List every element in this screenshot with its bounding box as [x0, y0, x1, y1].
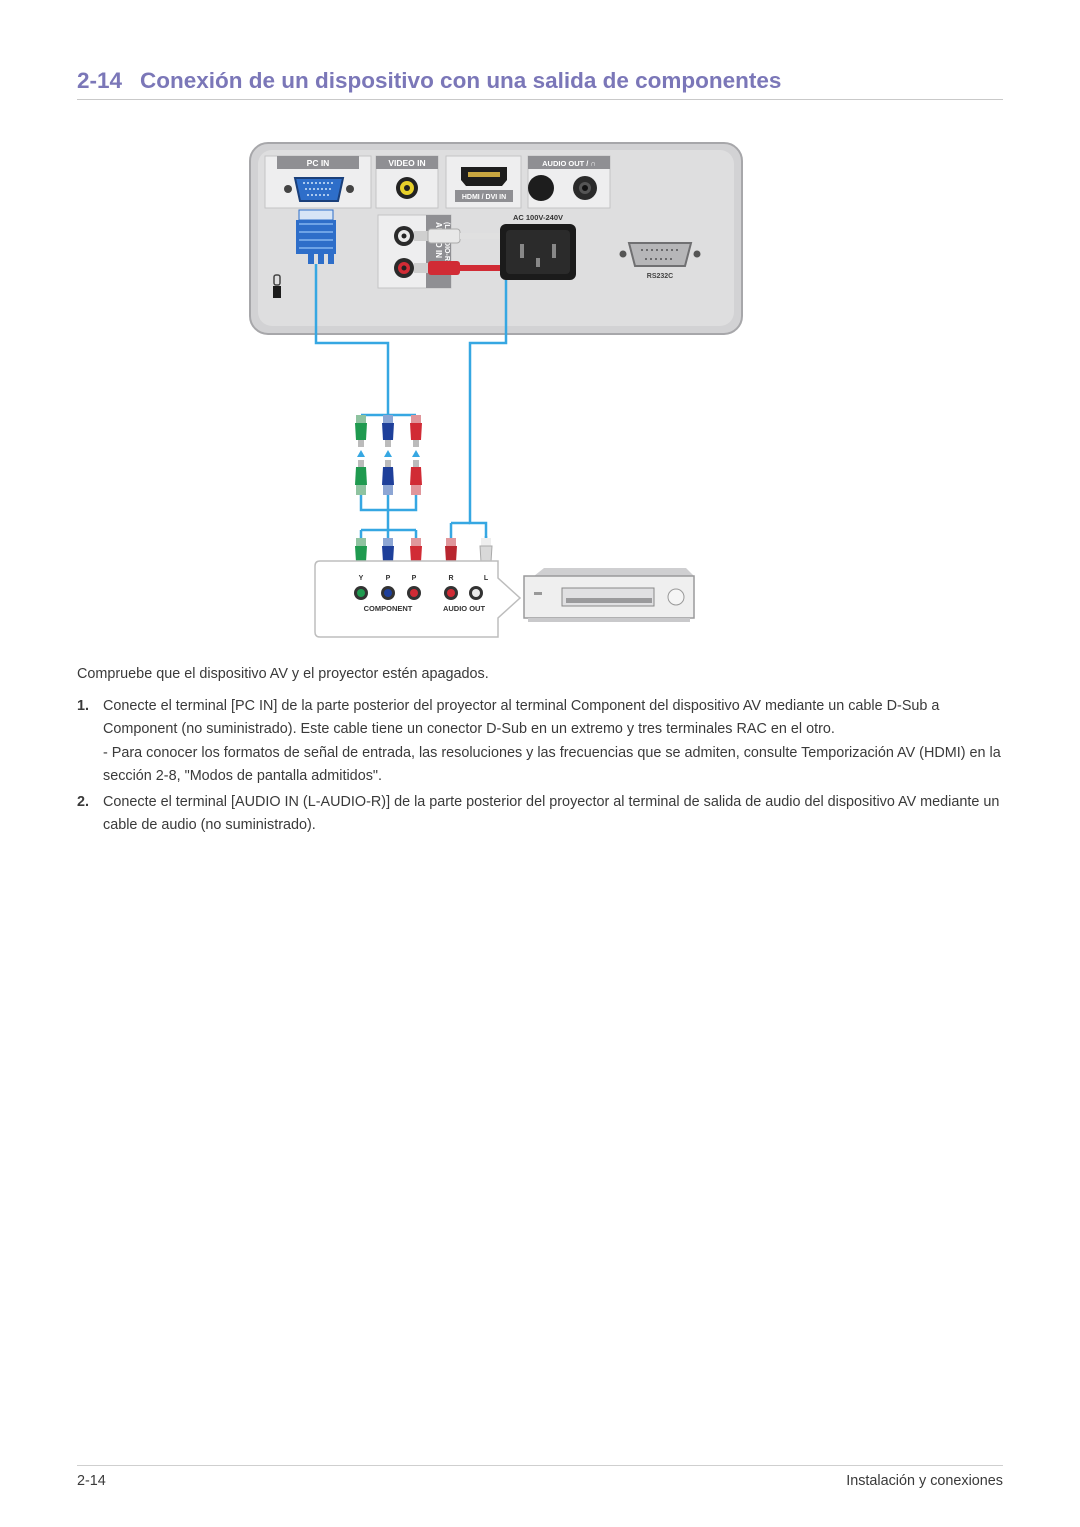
audio-in-r-jack-icon [394, 258, 414, 278]
audio-plug-l-icon [414, 228, 500, 244]
rca-plug-y-middle-icon [355, 460, 367, 495]
hdmi-port-icon [461, 167, 507, 186]
audio-out-jacks-icon [444, 586, 483, 600]
component-label: COMPONENT [364, 604, 413, 613]
rca-plug-pr-upper-icon [410, 415, 422, 447]
footer-divider [77, 1465, 1003, 1466]
pc-in-label: PC IN [307, 158, 330, 168]
rca-plug-pb-upper-icon [382, 415, 394, 447]
intro-text: Compruebe que el dispositivo AV y el pro… [77, 666, 489, 682]
step-number: 2. [77, 794, 90, 810]
page-title: 2-14 Conexión de un dispositivo con una s… [77, 68, 1003, 100]
connection-diagram: PC IN VIDEO IN HDMI / DVI IN AUDIO OUT /… [248, 140, 745, 640]
video-in-port-icon [396, 177, 418, 199]
component-y-label: Y [359, 575, 364, 582]
av-device-panel: Y P P R L COMPONENT AUDIO OUT [314, 560, 522, 638]
steps-list: 1. Conecte el terminal [PC IN] de la par… [77, 695, 1007, 840]
step-2: 2. Conecte el terminal [AUDIO IN (L-AUDI… [77, 791, 1007, 836]
rca-plug-pb-middle-icon [382, 460, 394, 495]
audio-in-l-jack-icon [394, 226, 414, 246]
av-device-icon [523, 568, 695, 622]
hdmi-dvi-in-label: HDMI / DVI IN [462, 194, 506, 201]
vga-port-icon [284, 177, 354, 202]
audio-out-label: AUDIO OUT / ∩ [542, 159, 596, 168]
audio-out-jack-icon [528, 175, 554, 201]
dsub-plug-icon [296, 209, 336, 264]
audio-r-label: R [448, 575, 453, 582]
power-socket-icon [500, 224, 576, 280]
step-1: 1. Conecte el terminal [PC IN] de la par… [77, 695, 1007, 787]
arrow-icons [357, 450, 420, 457]
rs232c-port-icon [619, 242, 701, 267]
audio-l-label: L [484, 575, 489, 582]
step-text: Conecte el terminal [PC IN] de la parte … [103, 698, 940, 737]
page-number: 2-14 [77, 1473, 106, 1489]
component-jacks-icon [354, 586, 421, 600]
rs232c-label: RS232C [647, 273, 673, 280]
cable-lines [314, 264, 508, 542]
section-name: Instalación y conexiones [846, 1473, 1003, 1489]
component-pb-label: P [386, 575, 391, 582]
rca-plug-pr-middle-icon [410, 460, 422, 495]
component-pr-label: P [412, 575, 417, 582]
video-in-label: VIDEO IN [388, 158, 425, 168]
step-text: Conecte el terminal [AUDIO IN (L-AUDIO-R… [103, 794, 1000, 833]
lock-slot-icon [273, 274, 281, 298]
step-number: 1. [77, 698, 90, 714]
headphone-jack-icon [573, 176, 597, 200]
section-number: 2-14 [77, 68, 123, 93]
section-title: Conexión de un dispositivo con una salid… [140, 68, 782, 93]
audio-plug-r-icon [414, 261, 500, 275]
device-audio-out-label: AUDIO OUT [443, 604, 486, 613]
rca-plug-y-upper-icon [355, 415, 367, 447]
step-note: - Para conocer los formatos de señal de … [103, 745, 1001, 784]
ac-label: AC 100V-240V [513, 213, 563, 222]
